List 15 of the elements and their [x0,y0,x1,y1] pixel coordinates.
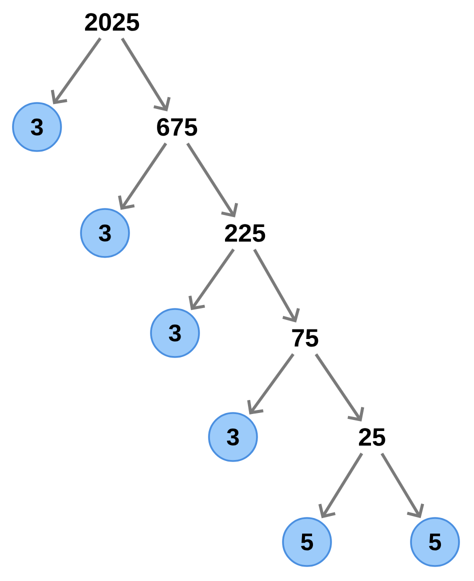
number-label: 25 [358,428,386,446]
arrow [318,452,364,518]
number-label: 225 [225,224,266,242]
arrow [120,38,171,112]
arrow [118,142,168,210]
number-label: 75 [292,329,318,347]
arrow [380,452,424,518]
number-label: 2025 [85,13,140,31]
arrow [247,353,294,414]
number-label: 675 [157,118,198,136]
arrow [50,37,102,104]
arrow [186,142,238,218]
arrow [314,353,364,422]
arrow [253,248,300,322]
arrow [188,248,235,310]
